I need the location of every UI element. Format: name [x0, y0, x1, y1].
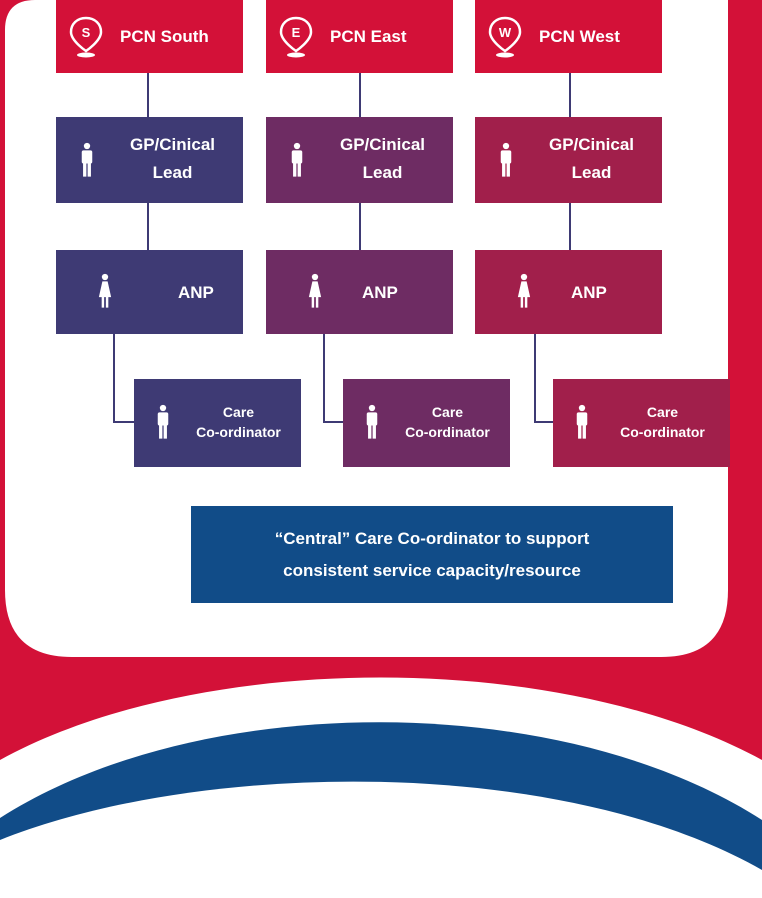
female-person-icon	[517, 273, 531, 308]
cc-label-line2: Co-ordinator	[196, 424, 281, 440]
care-coordinator-south-box: Care Co-ordinator	[134, 379, 301, 467]
anp-south-box: ANP	[56, 250, 243, 334]
pcn-east-box: E PCN East	[266, 0, 453, 73]
cc-label-line2: Co-ordinator	[405, 424, 490, 440]
male-person-icon	[500, 142, 512, 177]
cc-label-line2: Co-ordinator	[620, 424, 705, 440]
location-pin-icon: W	[488, 16, 522, 57]
pcn-label: PCN South	[120, 26, 209, 46]
female-person-icon	[308, 273, 322, 308]
pcn-label: PCN West	[539, 26, 620, 46]
pin-letter: W	[499, 25, 512, 40]
cc-label-line1: Care	[222, 404, 255, 420]
male-person-icon	[81, 142, 93, 177]
gp-label-line1: GP/Cinical	[129, 135, 216, 154]
cc-label-line1: Care	[431, 404, 464, 420]
male-person-icon	[366, 404, 378, 439]
gp-lead-south-box: GP/Cinical Lead	[56, 117, 243, 203]
gp-label-line1: GP/Cinical	[548, 135, 635, 154]
connectors	[113, 73, 571, 423]
male-person-icon	[576, 404, 588, 439]
pcn-south-box: S PCN South	[56, 0, 243, 73]
gp-lead-east-box: GP/Cinical Lead	[266, 117, 453, 203]
anp-label: ANP	[571, 283, 607, 302]
care-coordinator-east-box: Care Co-ordinator	[343, 379, 510, 467]
male-person-icon	[157, 404, 169, 439]
pcn-west-box: W PCN West	[475, 0, 662, 73]
pin-letter: E	[292, 25, 301, 40]
gp-label-line1: GP/Cinical	[339, 135, 426, 154]
gp-label-line2: Lead	[152, 163, 193, 182]
gp-label-line2: Lead	[362, 163, 403, 182]
anp-label: ANP	[362, 283, 398, 302]
anp-label: ANP	[178, 283, 214, 302]
gp-label-line2: Lead	[571, 163, 612, 182]
cc-label-line1: Care	[646, 404, 679, 420]
gp-lead-west-box: GP/Cinical Lead	[475, 117, 662, 203]
central-care-coordinator-box: “Central” Care Co-ordinator to support c…	[191, 506, 673, 603]
anp-east-box: ANP	[266, 250, 453, 334]
care-coordinator-west-box: Care Co-ordinator	[553, 379, 730, 467]
anp-west-box: ANP	[475, 250, 662, 334]
male-person-icon	[291, 142, 303, 177]
central-line2: consistent service capacity/resource	[283, 560, 581, 580]
location-pin-icon: S	[69, 16, 103, 57]
pin-letter: S	[82, 25, 91, 40]
curve-white-fill	[0, 781, 762, 898]
female-person-icon	[98, 273, 112, 308]
central-line1: “Central” Care Co-ordinator to support	[274, 528, 590, 548]
location-pin-icon: E	[279, 16, 313, 57]
pcn-label: PCN East	[330, 26, 407, 46]
